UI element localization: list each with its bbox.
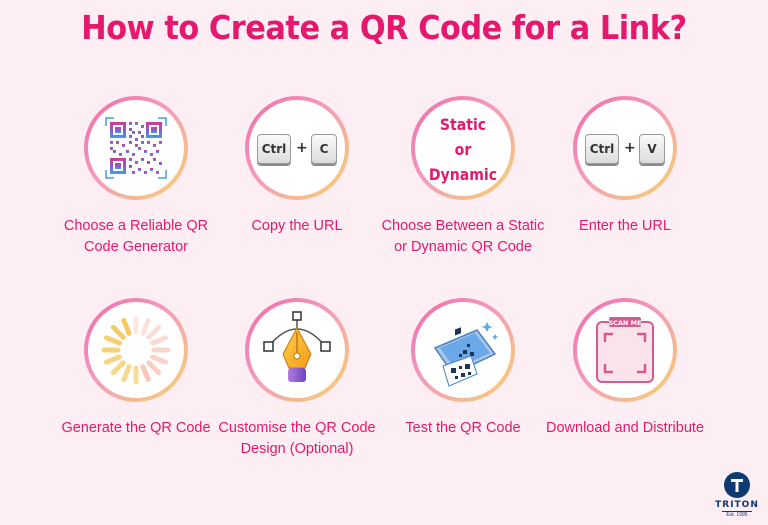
step-ring [84,96,188,200]
logo-tagline: Est. 1995 [722,511,752,518]
plus-sign: + [296,140,308,156]
spinner-segment [121,364,132,383]
static-or-dynamic-text: Static or Dynamic [415,100,511,196]
ctrl-key: Ctrl [257,134,291,164]
plus-sign: + [624,140,636,156]
step-label: Customise the QR Code Design (Optional) [218,420,376,457]
step-label: Test the QR Code [405,420,521,436]
step-label: Choose a Reliable QR Code Generator [63,218,209,255]
spinner-segment [103,335,122,346]
step-ring: Static or Dynamic [411,96,515,200]
v-key: V [639,134,665,164]
spinner-segment [140,364,151,383]
logo-name: TRITON [715,500,759,510]
spinner-segment [150,335,169,346]
phone-scan-icon [433,322,498,387]
ctrl-key: Ctrl [585,134,619,164]
scan-me-badge: SCAN ME [608,319,641,327]
c-key: C [311,134,337,164]
pen-tool-icon [263,311,331,382]
step-label: Choose Between a Static or Dynamic QR Co… [381,218,545,255]
step-label: Download and Distribute [546,420,704,436]
spinner-segment [150,354,169,365]
qr-code-icon [105,117,167,179]
ctrl-v-keys-icon: Ctrl + V [577,100,673,196]
spinner-segment [110,324,126,340]
spinner-segment [140,317,151,336]
loading-spinner-icon [101,315,171,385]
page-title: How to Create a QR Code for a Link? [81,8,687,47]
spinner-segment [146,324,162,340]
ctrl-c-keys-icon: Ctrl + C [249,100,345,196]
spinner-segment [121,317,132,336]
step-ring [411,298,515,402]
step-label: Enter the URL [579,218,671,234]
scan-me-frame-icon: SCAN ME [596,317,654,383]
triton-logo-icon [724,472,750,498]
step-label: Generate the QR Code [61,420,211,436]
spinner-segment [146,360,162,376]
step-ring: Ctrl + V [573,96,677,200]
spinner-segment [103,354,122,365]
step-ring [245,298,349,402]
step-ring: SCAN ME [573,298,677,402]
step-ring: Ctrl + C [245,96,349,200]
triton-logo: TRITON Est. 1995 [714,472,760,518]
step-ring [84,298,188,402]
step-label: Copy the URL [251,218,343,234]
spinner-segment [110,360,126,376]
